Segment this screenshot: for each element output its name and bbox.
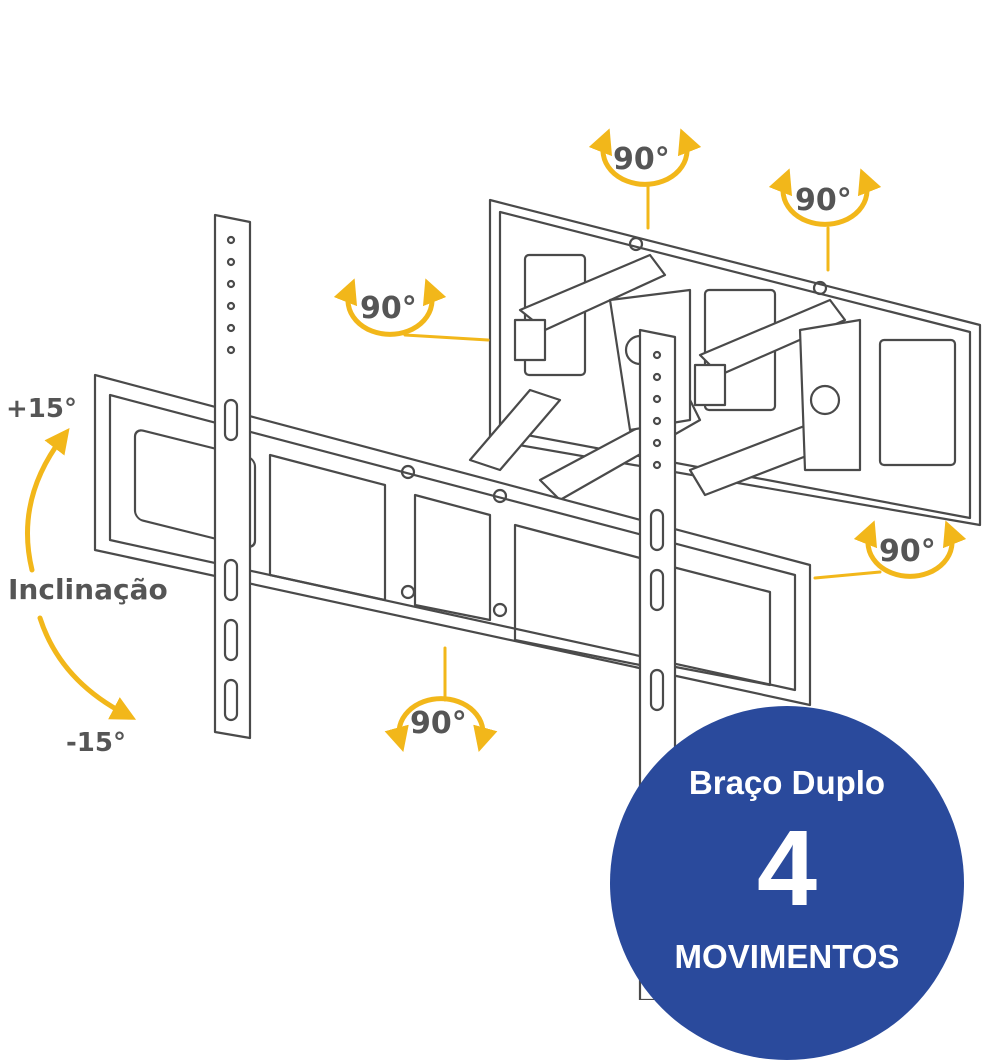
tilt-arrow-icon xyxy=(25,428,70,573)
tv-wall-mount-illustration xyxy=(25,128,982,1000)
tilt-up-label: +15° xyxy=(6,394,77,424)
pivot-leader-lines xyxy=(403,183,882,702)
rotation-angle-label: 90° xyxy=(360,291,417,326)
rotation-angle-label: 90° xyxy=(410,706,467,741)
rotation-arrow-icon xyxy=(384,696,498,753)
rotation-angle-label: 90° xyxy=(613,142,670,177)
badge-title: Braço Duplo xyxy=(688,764,886,801)
tilt-caption: Inclinação xyxy=(8,573,168,606)
horizontal-tv-rail xyxy=(93,373,812,707)
rotation-arrow-icon xyxy=(588,128,702,187)
feature-badge: Braço Duplo 4 MOVIMENTOS xyxy=(610,706,964,1060)
badge-number: 4 xyxy=(756,807,818,928)
vertical-bracket-left xyxy=(213,213,252,740)
badge-subtitle: MOVIMENTOS xyxy=(674,938,900,975)
rotation-angle-label: 90° xyxy=(879,534,936,569)
tilt-down-label: -15° xyxy=(66,728,126,758)
rotation-arrow-icon xyxy=(333,278,447,337)
rotation-arrow-icon xyxy=(853,520,967,579)
tilt-arrow-icon xyxy=(37,615,137,720)
rotation-angle-label: 90° xyxy=(795,183,852,218)
rotation-arrow-icon xyxy=(768,168,882,227)
